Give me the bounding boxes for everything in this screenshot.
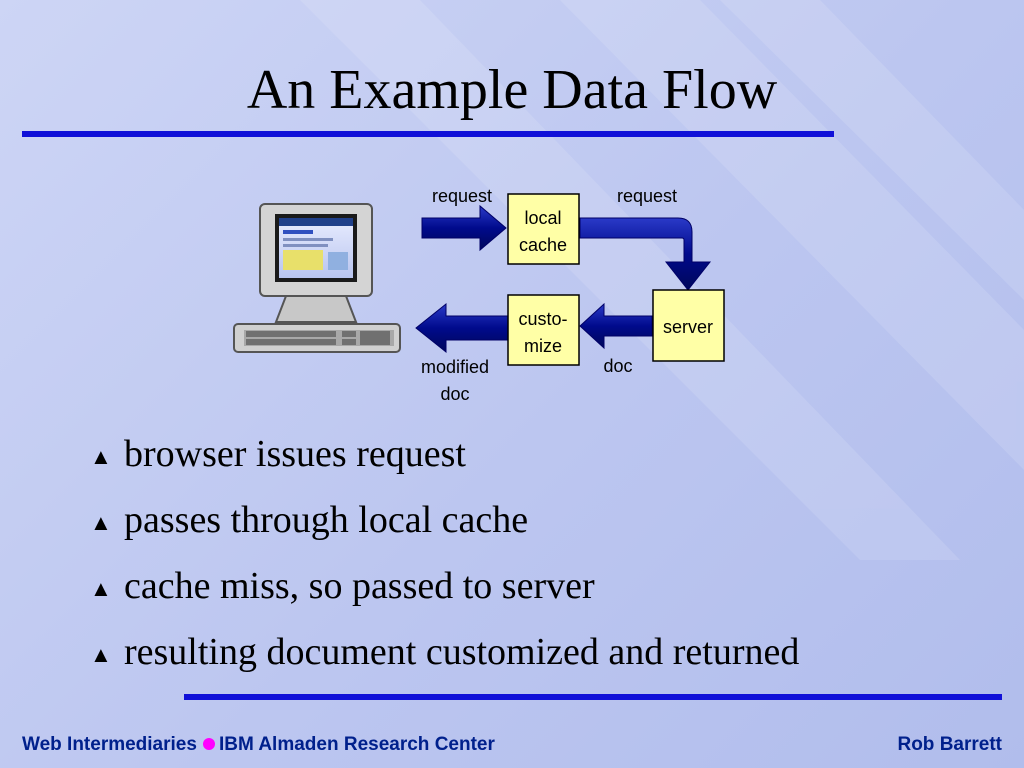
footer-course: Web Intermediaries [22,734,197,755]
edge-label-modified-doc: doc [440,384,469,404]
bullet-list: ▲browser issues request ▲passes through … [90,432,799,696]
title-underline [22,131,834,137]
edge-label-doc: doc [603,356,632,376]
svg-text:custo-: custo- [518,309,567,329]
arrow-cache-to-server [579,217,712,291]
node-server: server [652,289,725,362]
bullet-item: ▲passes through local cache [90,498,799,564]
edge-label-request-2: request [617,186,677,206]
bullet-item: ▲cache miss, so passed to server [90,564,799,630]
edge-label-modified: modified [421,357,489,377]
footer-author: Rob Barrett [897,734,1002,755]
footer-left: Web Intermediaries IBM Almaden Research C… [22,734,495,756]
bullet-caret-icon: ▲ [90,576,112,602]
svg-text:server: server [663,317,713,337]
bullet-item: ▲resulting document customized and retur… [90,630,799,696]
footer-rule [184,694,1002,700]
svg-text:cache: cache [519,235,567,255]
slide-title: An Example Data Flow [246,59,778,121]
computer-icon [233,203,401,353]
arrow-browser-to-cache [421,204,507,252]
footer-dot-icon [202,737,215,750]
arrow-server-to-customize [579,302,653,350]
bullet-item: ▲browser issues request [90,432,799,498]
arrow-customize-to-browser [415,302,509,354]
bullet-caret-icon: ▲ [90,510,112,536]
footer-org: IBM Almaden Research Center [218,734,495,755]
svg-text:local: local [524,208,561,228]
bullet-caret-icon: ▲ [90,642,112,668]
svg-text:mize: mize [524,336,562,356]
bullet-caret-icon: ▲ [90,444,112,470]
node-customize: custo- mize [507,294,580,366]
edge-label-request-1: request [432,186,492,206]
node-local-cache: local cache [507,193,580,265]
